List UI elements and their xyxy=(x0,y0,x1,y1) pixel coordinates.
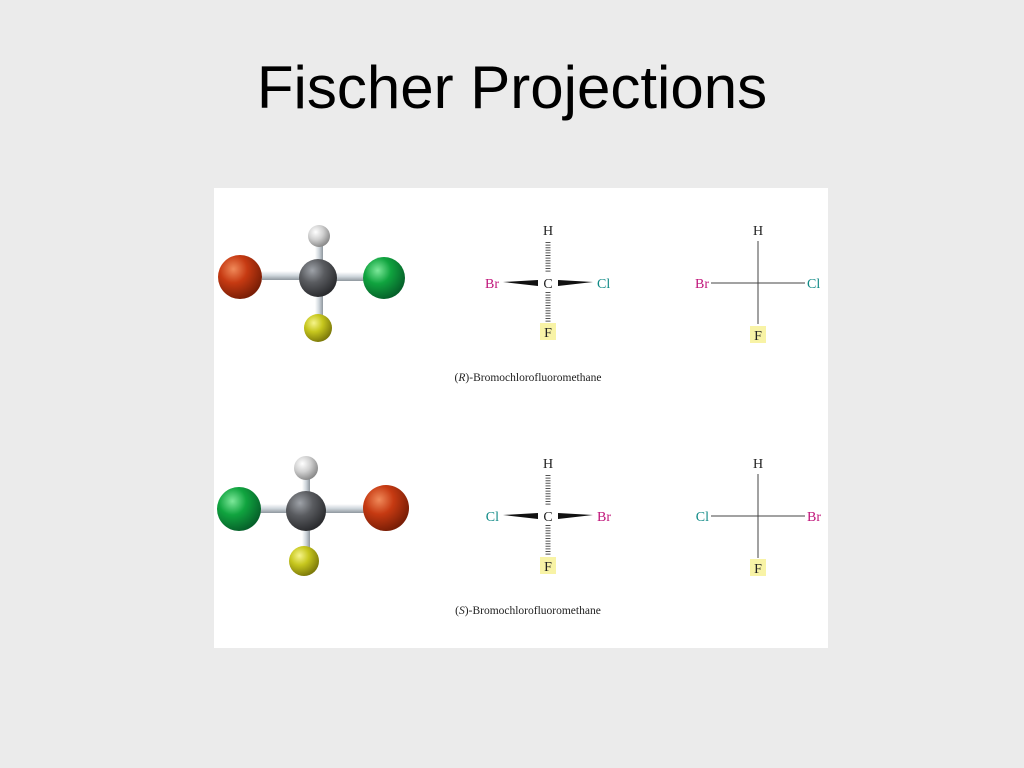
stereochemistry-figure: H C Br Cl F H Br Cl F (R)-Bromochloroflu… xyxy=(214,188,828,648)
bond xyxy=(316,504,384,513)
fischer-label-left: Br xyxy=(695,277,709,292)
fluorine-atom xyxy=(289,546,319,576)
atom-label-left: Cl xyxy=(486,510,499,525)
atom-label-bottom: F xyxy=(544,560,552,575)
caption-config: S xyxy=(459,605,465,617)
atom-label-center: C xyxy=(543,510,552,525)
fischer-label-top: H xyxy=(753,224,763,239)
atom-label-top: H xyxy=(543,224,553,239)
atom-label-bottom: F xyxy=(544,326,552,341)
wedge-bond xyxy=(503,513,538,519)
caption-name: -Bromochlorofluoromethane xyxy=(469,372,601,384)
fluorine-atom xyxy=(304,314,332,342)
caption-config: R xyxy=(457,372,465,384)
atom-label-right: Cl xyxy=(597,277,610,292)
wedge-dash-structure-s: H C Cl Br F xyxy=(486,457,612,575)
wedge-bond xyxy=(558,280,593,286)
wedge-bond xyxy=(558,513,593,519)
fluorine-highlight xyxy=(750,326,766,343)
slide-title: Fischer Projections xyxy=(256,54,768,121)
atom-label-top: H xyxy=(543,457,553,472)
ball-stick-model-s xyxy=(217,456,409,576)
bond xyxy=(315,284,323,322)
bond xyxy=(262,271,318,280)
fischer-label-bottom: F xyxy=(754,329,762,344)
chlorine-atom xyxy=(363,257,405,299)
hydrogen-atom xyxy=(308,225,330,247)
carbon-atom xyxy=(286,491,326,531)
atom-label-left: Br xyxy=(485,277,499,292)
bond xyxy=(315,242,323,272)
fischer-label-left: Cl xyxy=(696,510,709,525)
fischer-projection-s: H Cl Br F xyxy=(696,457,822,577)
carbon-atom xyxy=(299,259,337,297)
bromine-atom xyxy=(218,255,262,299)
fluorine-highlight xyxy=(750,559,766,576)
fluorine-highlight xyxy=(540,323,556,340)
bond xyxy=(302,518,310,554)
atom-label-right: Br xyxy=(597,510,611,525)
fischer-label-right: Cl xyxy=(807,277,820,292)
caption-name: -Bromochlorofluoromethane xyxy=(469,605,601,617)
wedge-dash-structure-r: H C Br Cl F xyxy=(485,224,610,341)
figure-canvas: H C Br Cl F H Br Cl F (R)-Bromochloroflu… xyxy=(217,224,822,617)
atom-label-center: C xyxy=(543,277,552,292)
bromine-atom xyxy=(363,485,409,531)
chlorine-atom xyxy=(217,487,261,531)
ball-stick-model-r xyxy=(218,225,405,342)
caption-s: (S)-Bromochlorofluoromethane xyxy=(455,605,601,617)
fischer-label-right: Br xyxy=(807,510,821,525)
wedge-bond xyxy=(503,280,538,286)
caption-r: (R)-Bromochlorofluoromethane xyxy=(455,372,602,384)
fischer-label-bottom: F xyxy=(754,562,762,577)
fischer-projection-r: H Br Cl F xyxy=(695,224,820,344)
fischer-label-top: H xyxy=(753,457,763,472)
bond xyxy=(318,272,378,281)
hydrogen-atom xyxy=(294,456,318,480)
fluorine-highlight xyxy=(540,557,556,574)
